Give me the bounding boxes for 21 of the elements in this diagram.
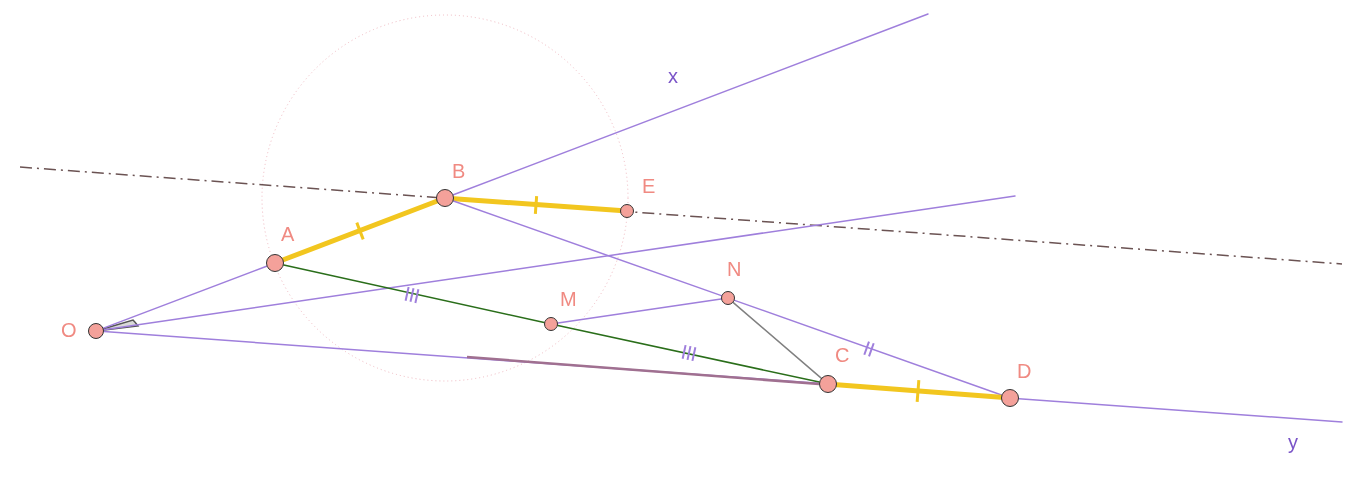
line-segment	[557, 324, 820, 383]
line-segment	[102, 265, 268, 329]
line-segment	[557, 298, 722, 324]
line-segment	[452, 13, 929, 196]
ray-label: y	[1288, 432, 1298, 452]
point-label: D	[1017, 361, 1032, 381]
point-label: N	[727, 259, 742, 279]
line-segment	[283, 264, 545, 324]
point-label: C	[835, 345, 850, 365]
point-label: E	[642, 176, 656, 196]
point-label: A	[281, 224, 295, 244]
line-segment	[1018, 397, 1343, 423]
line-segment	[733, 299, 1003, 396]
point-label: M	[560, 289, 577, 309]
point-label: O	[61, 320, 77, 340]
point-label: B	[452, 161, 466, 181]
line-segment	[280, 198, 440, 263]
line-segment	[732, 301, 822, 379]
ray-label: x	[668, 66, 678, 86]
line-segment	[452, 200, 723, 297]
line-segment	[103, 195, 1016, 331]
